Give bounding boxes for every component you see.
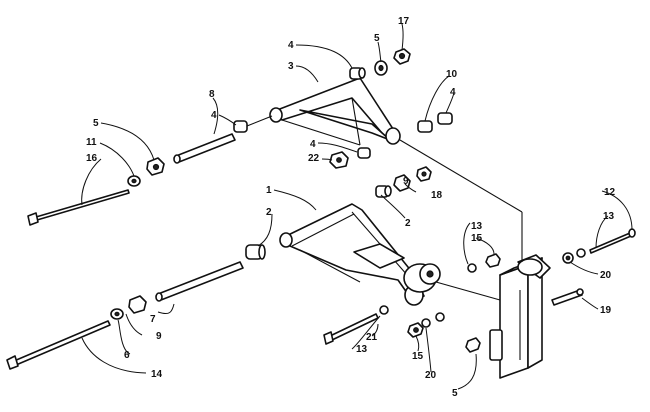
callout-2a: 2 bbox=[266, 207, 272, 218]
callout-9a: 9 bbox=[403, 176, 409, 187]
callout-20b: 20 bbox=[425, 370, 437, 381]
lower-bolt-14 bbox=[6, 320, 111, 370]
callout-7: 7 bbox=[150, 314, 156, 325]
callout-4a: 4 bbox=[288, 40, 294, 51]
lower-washer-20 bbox=[421, 312, 445, 328]
callout-11: 11 bbox=[86, 137, 97, 148]
callout-5b: 5 bbox=[93, 118, 99, 129]
callout-9b: 9 bbox=[156, 331, 162, 342]
alignment-line-3 bbox=[435, 281, 501, 301]
lower-bushing-2 bbox=[375, 185, 392, 198]
upper-nut-5 bbox=[146, 157, 165, 176]
upper-bushing-left bbox=[233, 115, 273, 133]
callout-6: 6 bbox=[124, 350, 130, 361]
callout-5c: 5 bbox=[452, 388, 458, 399]
callout-12: 12 bbox=[604, 187, 616, 198]
callout-labels: 1 2 2 3 4 4 4 4 5 5 5 6 7 8 9 9 10 11 12… bbox=[86, 16, 616, 399]
upper-bolt-16 bbox=[27, 189, 130, 226]
callout-8: 8 bbox=[209, 89, 215, 100]
callout-13c: 13 bbox=[356, 344, 368, 355]
callout-13b: 13 bbox=[603, 211, 615, 222]
upper-washer-top bbox=[374, 60, 388, 76]
callout-18: 18 bbox=[431, 190, 443, 201]
upper-nut-22 bbox=[329, 151, 349, 169]
lower-nut-15 bbox=[485, 253, 501, 268]
callout-14: 14 bbox=[151, 369, 163, 380]
lower-washer-6 bbox=[110, 308, 124, 320]
lower-nut-15-b bbox=[407, 322, 424, 338]
lower-pivot-housing bbox=[403, 263, 441, 293]
callout-1: 1 bbox=[266, 185, 272, 196]
alignment-line bbox=[399, 139, 523, 213]
shock-pin-19 bbox=[551, 288, 584, 306]
callout-15a: 15 bbox=[471, 233, 483, 244]
callout-4d: 4 bbox=[450, 87, 456, 98]
upper-washer-11 bbox=[127, 175, 141, 187]
lower-washer-13 bbox=[467, 263, 477, 273]
lower-bushing-left-2 bbox=[245, 244, 266, 260]
upper-sleeve-8 bbox=[173, 133, 236, 164]
callout-17: 17 bbox=[398, 16, 410, 27]
callout-19: 19 bbox=[600, 305, 612, 316]
upper-bushing-right-2 bbox=[417, 112, 453, 133]
shock-washer-13 bbox=[576, 248, 586, 258]
callout-2b: 2 bbox=[405, 218, 411, 229]
callout-16: 16 bbox=[86, 153, 98, 164]
callout-20a: 20 bbox=[600, 270, 612, 281]
shock-mount-bolt-12 bbox=[589, 228, 636, 254]
shock-absorber bbox=[489, 254, 551, 379]
upper-bolt-small-4 bbox=[357, 147, 371, 159]
callout-4b: 4 bbox=[211, 110, 217, 121]
callout-15b: 15 bbox=[412, 351, 424, 362]
callout-3: 3 bbox=[288, 61, 294, 72]
callout-5a: 5 bbox=[374, 33, 380, 44]
lower-nut-18 bbox=[416, 166, 432, 182]
lower-nut-9-left bbox=[128, 295, 147, 314]
lower-nut-9 bbox=[393, 174, 411, 192]
lower-a-arm bbox=[279, 203, 425, 306]
upper-nut-top bbox=[393, 48, 411, 65]
lower-nut-5 bbox=[465, 337, 481, 353]
upper-a-arm bbox=[269, 77, 401, 146]
upper-bushing-right bbox=[349, 67, 366, 80]
leader-lines bbox=[81, 23, 633, 390]
callout-10: 10 bbox=[446, 69, 458, 80]
callout-4c: 4 bbox=[310, 139, 316, 150]
callout-22: 22 bbox=[308, 153, 320, 164]
lower-washer-13-b bbox=[379, 305, 389, 315]
shock-washer-20 bbox=[562, 252, 574, 264]
callout-21: 21 bbox=[366, 332, 378, 343]
callout-13a: 13 bbox=[471, 221, 483, 232]
lower-sleeve-7 bbox=[155, 261, 244, 302]
